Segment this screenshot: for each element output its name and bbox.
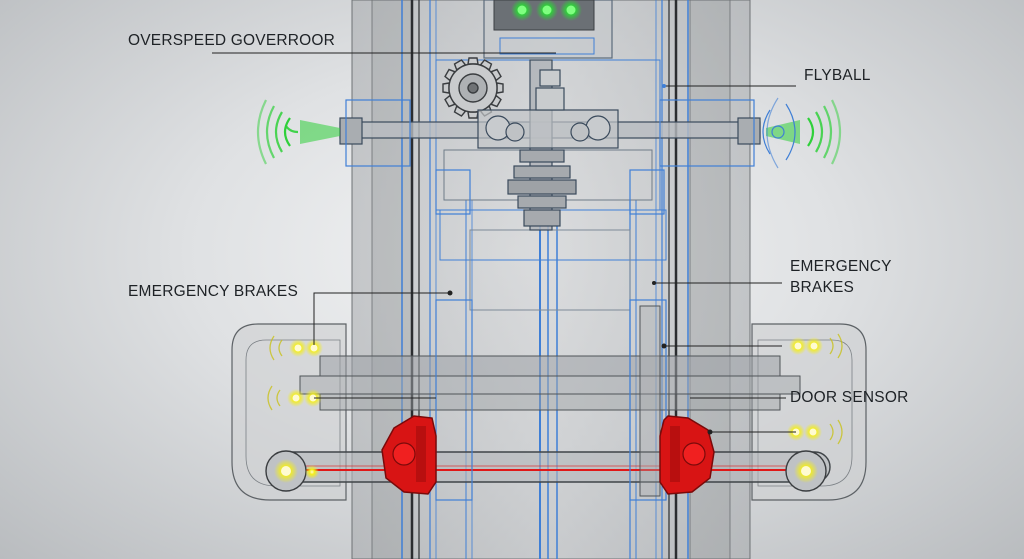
label-emergency-brakes-right-line1: EMERGENCY [790,258,892,275]
label-emergency-brakes-left: EMERGENCY BRAKES [128,283,299,300]
left-pulley-icon [265,450,307,492]
status-indicator-lights [511,0,582,21]
left-signal-wave-icon [256,99,340,165]
flyball-sensor-rings [762,97,796,169]
leader-lines [212,52,796,435]
left-brake-caliper-icon [381,415,437,495]
right-pulley-icon [785,450,827,492]
leader-emergency-brakes-left [313,292,450,345]
label-emergency-brakes-right-line2: BRAKES [790,279,855,296]
right-signal-wave-icon [766,99,842,165]
flyball-governor [339,59,761,231]
label-flyball: FLYBALL [804,67,871,84]
right-brake-caliper-icon [659,415,715,495]
label-door-sensor: DOOR SENSOR [790,389,909,406]
upper-brackets [345,99,755,215]
door-sensor-lights [267,333,843,479]
governor-gear-icon [442,57,504,119]
label-overspeed-governor: OVERSPEED GOVERROOR [128,32,336,49]
